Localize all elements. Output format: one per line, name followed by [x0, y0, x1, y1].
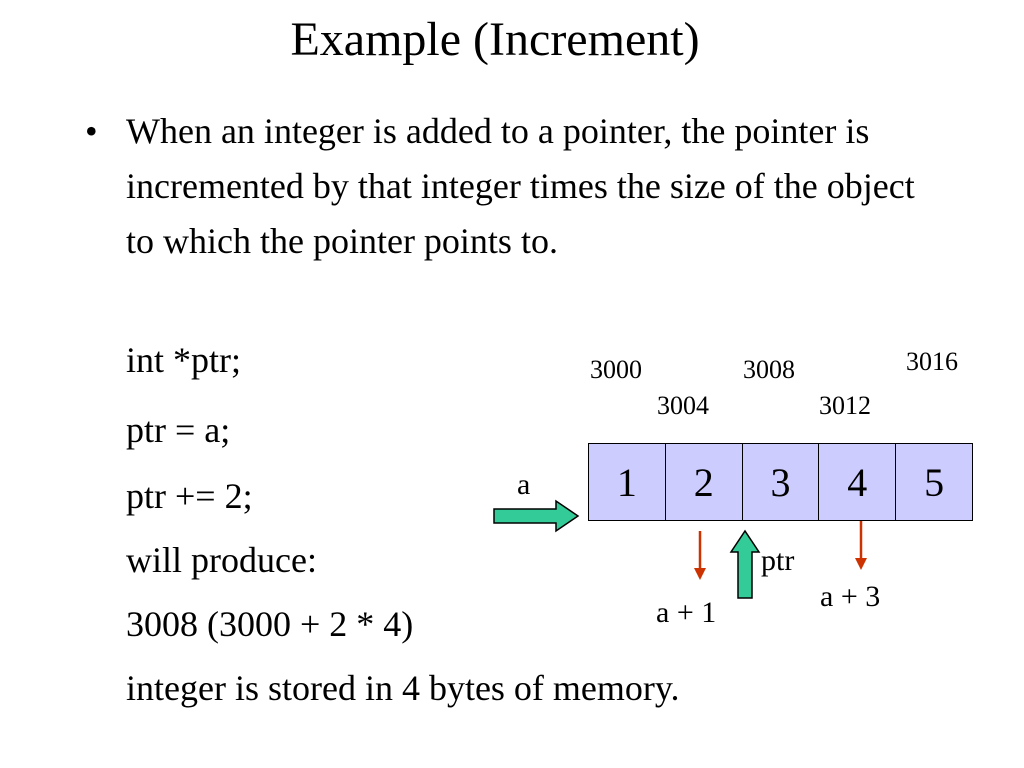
- bullet-dot: •: [85, 111, 98, 151]
- array-cell: 3: [743, 444, 820, 520]
- a-plus-1-arrowhead-icon: [694, 568, 706, 580]
- array-start-arrow-icon: [493, 499, 580, 533]
- slide-title: Example (Increment): [290, 13, 700, 66]
- a-plus-3-arrowhead-icon: [855, 558, 867, 570]
- ptr-up-arrow-icon: [729, 529, 761, 599]
- address-label-3016: 3016: [906, 347, 958, 376]
- code-line-result: 3008 (3000 + 2 * 4): [126, 604, 414, 644]
- code-line-note: integer is stored in 4 bytes of memory.: [126, 668, 680, 708]
- address-label-3008: 3008: [743, 355, 795, 384]
- a-plus-3-label: a + 3: [820, 580, 881, 613]
- array-cell: 2: [666, 444, 743, 520]
- address-label-3004: 3004: [657, 391, 709, 420]
- address-label-3012: 3012: [819, 391, 871, 420]
- code-line-declaration: int *ptr;: [126, 340, 241, 380]
- address-label-3000: 3000: [590, 355, 642, 384]
- ptr-label: ptr: [761, 544, 795, 577]
- bullet-text: When an integer is added to a pointer, t…: [126, 111, 915, 261]
- memory-array: 1 2 3 4 5: [588, 443, 973, 521]
- code-line-produce: will produce:: [126, 540, 317, 580]
- array-cell: 1: [589, 444, 666, 520]
- code-line-increment: ptr += 2;: [126, 476, 253, 516]
- array-cell: 4: [819, 444, 897, 520]
- array-name-label: a: [517, 468, 531, 501]
- array-cell: 5: [924, 459, 945, 505]
- a-plus-1-label: a + 1: [656, 596, 717, 629]
- code-line-assignment: ptr = a;: [126, 410, 231, 450]
